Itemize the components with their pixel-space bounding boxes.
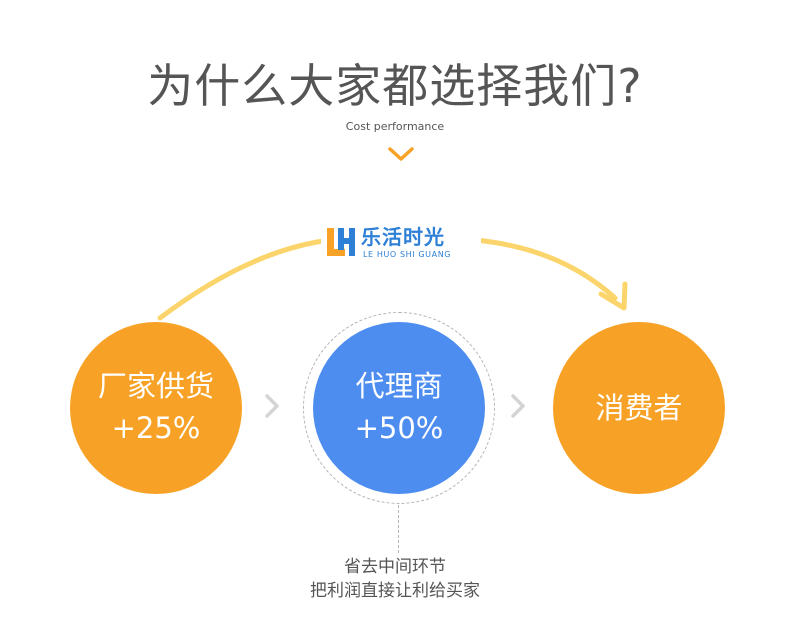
chevron-right-icon [265,394,279,418]
agent-label: 代理商 [355,369,443,403]
brand-name-en: LE HUO SHI GUANG [363,250,452,259]
page-subtitle: Cost performance [345,120,445,133]
chevron-down-icon [388,147,414,161]
brand-logo: 乐活时光 LE HUO SHI GUANG [321,224,481,264]
brand-mark-icon [327,228,355,256]
brand-name-cn: 乐活时光 [361,225,445,249]
note-connector [398,505,399,553]
arrow-head-icon [598,281,628,311]
note-sub: 把利润直接让利给买家 [310,581,480,601]
factory-label: 厂家供货 [97,369,214,403]
factory-markup: +25% [111,411,201,445]
agent-circle: 代理商 +50% [313,322,485,494]
agent-markup: +50% [354,411,444,445]
consumer-label: 消费者 [595,391,683,425]
note-main: 省去中间环节 [344,557,446,577]
consumer-circle: 消费者 [553,322,725,494]
factory-circle: 厂家供货 +25% [70,322,242,494]
agent-dashed-ring [303,312,495,504]
chevron-right-icon [511,394,525,418]
page-title: 为什么大家都选择我们? [147,59,643,113]
